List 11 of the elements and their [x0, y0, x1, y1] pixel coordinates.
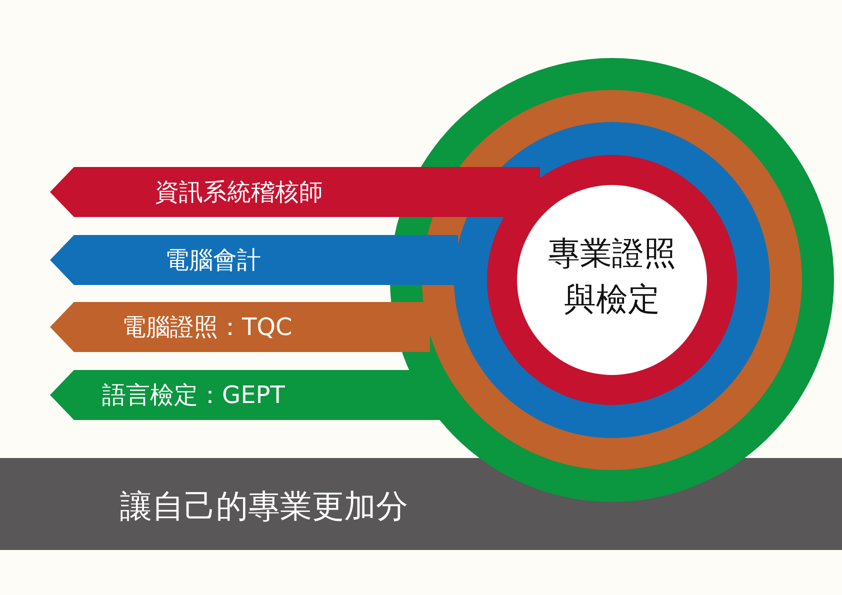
arrow-label: 電腦證照：TQC: [122, 312, 292, 342]
arrow-label: 資訊系統稽核師: [155, 177, 323, 207]
arrow-label: 電腦會計: [165, 245, 261, 275]
arrow-banner: [50, 167, 540, 217]
arrow-banner: [50, 235, 458, 285]
footer-band: [0, 458, 842, 550]
slogan-text: 讓自己的專業更加分: [120, 486, 408, 526]
arrow-banner: [50, 302, 430, 352]
arrow-banner: [50, 370, 440, 420]
center-title: 專業證照與檢定: [547, 233, 677, 320]
arrow-label: 語言檢定：GEPT: [102, 380, 285, 410]
